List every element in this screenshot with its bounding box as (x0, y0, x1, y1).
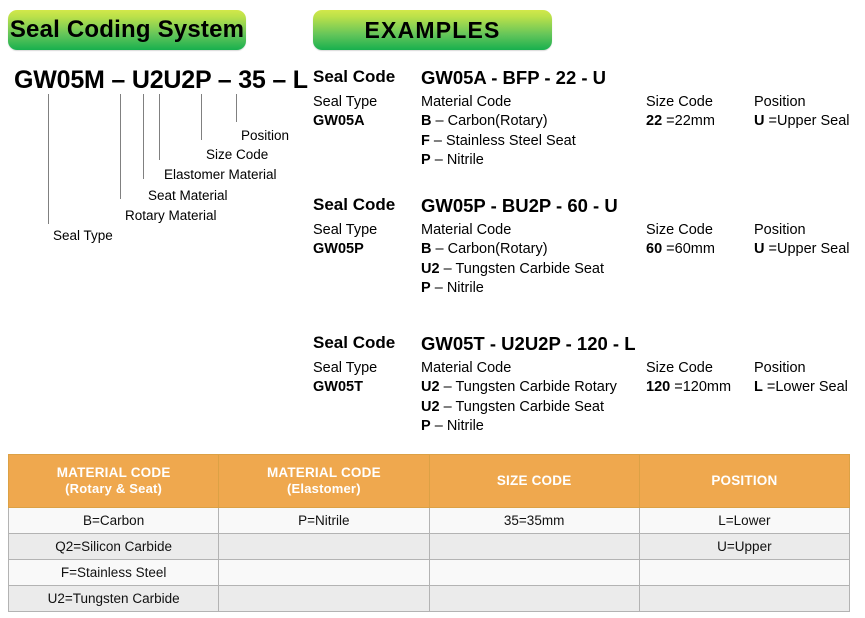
example-2-materials: B – Carbon(Rotary) U2 – Tungsten Carbide… (421, 240, 646, 299)
material-line: B – Carbon(Rotary) (421, 113, 548, 129)
table-header-size-code: SIZE CODE (428, 454, 640, 508)
table-header-material-code-rotary-seat: MATERIAL CODE (Rotary & Seat) (7, 454, 220, 508)
table-cell: L=Lower (638, 507, 851, 534)
table-cell: B=Carbon (7, 507, 220, 534)
table-row: U2=Tungsten Carbide (7, 585, 851, 612)
leader-line-seat-material (143, 94, 144, 179)
material-line: U2 – Tungsten Carbide Rotary (421, 379, 617, 395)
callout-label-seat-material: Seat Material (148, 188, 228, 203)
material-line: U2 – Tungsten Carbide Seat (421, 260, 605, 277)
material-line: U2 – Tungsten Carbide Seat (421, 398, 605, 415)
table-cell: 35=35mm (428, 507, 640, 534)
example-2-size-code-value: 60 =60mm (646, 241, 715, 257)
example-1-material-code-label: Material Code (421, 94, 512, 110)
example-2-seal-type-value: GW05P (313, 241, 364, 257)
example-3-code: GW05T - U2U2P - 120 - L (421, 333, 636, 354)
callout-label-seal-type: Seal Type (53, 228, 113, 243)
example-1-position-label: Position (754, 94, 806, 110)
example-3-seal-type-value: GW05T (313, 379, 363, 395)
table-cell (428, 559, 640, 586)
example-3-seal-type-label: Seal Type (313, 360, 378, 376)
leader-line-position (236, 94, 237, 122)
leader-line-rotary-material (120, 94, 121, 199)
table-cell (218, 533, 430, 560)
example-2-seal-code-label: Seal Code (313, 195, 396, 214)
table-cell: P=Nitrile (218, 507, 430, 534)
table-cell (638, 559, 851, 586)
example-1-seal-code-label: Seal Code (313, 67, 396, 86)
table-cell: F=Stainless Steel (7, 559, 220, 586)
title-banner: Seal Coding System (8, 10, 246, 50)
table-cell (428, 533, 640, 560)
table-cell (218, 559, 430, 586)
example-1-position-value: U =Upper Seal (754, 113, 850, 129)
material-line: P – Nitrile (421, 152, 484, 168)
examples-title: EXAMPLES (364, 16, 501, 43)
leader-line-size-code (201, 94, 202, 140)
example-2-code: GW05P - BU2P - 60 - U (421, 195, 618, 216)
example-2-position-label: Position (754, 222, 806, 238)
examples-banner: EXAMPLES (313, 10, 552, 50)
example-2-size-code-label: Size Code (646, 222, 713, 238)
table-header-material-code-elastomer: MATERIAL CODE (Elastomer) (218, 454, 430, 508)
example-block-3: Seal Code GW05T - U2U2P - 120 - L Seal T… (313, 333, 865, 437)
table-cell: U2=Tungsten Carbide (7, 585, 220, 612)
table-row: F=Stainless Steel (7, 559, 851, 586)
example-3-size-code-label: Size Code (646, 360, 713, 376)
table-cell: Q2=Silicon Carbide (7, 533, 220, 560)
page-title: Seal Coding System (9, 16, 245, 43)
leader-line-elastomer-material (159, 94, 160, 160)
material-line: P – Nitrile (421, 280, 484, 296)
example-1-size-code-label: Size Code (646, 94, 713, 110)
example-2-material-code-label: Material Code (421, 222, 512, 238)
example-3-materials: U2 – Tungsten Carbide Rotary U2 – Tungst… (421, 378, 646, 437)
leader-line-seal-type (48, 94, 49, 224)
example-2-position-value: U =Upper Seal (754, 241, 850, 257)
example-block-1: Seal Code GW05A - BFP - 22 - U Seal Type… (313, 67, 865, 171)
table-header-position: POSITION (638, 454, 851, 508)
material-line: F – Stainless Steel Seat (421, 132, 576, 149)
callout-label-rotary-material: Rotary Material (125, 208, 217, 223)
example-3-position-label: Position (754, 360, 806, 376)
table-cell (428, 585, 640, 612)
example-3-material-code-label: Material Code (421, 360, 512, 376)
example-3-size-code-value: 120 =120mm (646, 379, 732, 395)
example-1-size-code-value: 22 =22mm (646, 113, 715, 129)
example-1-seal-type-label: Seal Type (313, 94, 378, 110)
example-3-position-value: L =Lower Seal (754, 379, 848, 395)
table-cell (638, 585, 851, 612)
callout-label-size-code: Size Code (206, 147, 269, 162)
table-row: Q2=Silicon Carbide U=Upper (7, 533, 851, 560)
sample-code-string: GW05M – U2U2P – 35 – L (14, 66, 308, 94)
table-row: B=Carbon P=Nitrile 35=35mm L=Lower (7, 507, 851, 534)
example-3-seal-code-label: Seal Code (313, 333, 396, 352)
callout-label-position: Position (241, 128, 290, 143)
callout-label-elastomer-material: Elastomer Material (164, 167, 277, 182)
table-header-row: MATERIAL CODE (Rotary & Seat) MATERIAL C… (7, 454, 851, 508)
example-1-seal-type-value: GW05A (313, 113, 365, 129)
code-reference-table: MATERIAL CODE (Rotary & Seat) MATERIAL C… (7, 454, 851, 612)
material-line: B – Carbon(Rotary) (421, 241, 548, 257)
table-cell (218, 585, 430, 612)
table-cell: U=Upper (638, 533, 851, 560)
example-1-materials: B – Carbon(Rotary) F – Stainless Steel S… (421, 112, 646, 171)
example-1-code: GW05A - BFP - 22 - U (421, 67, 607, 88)
example-block-2: Seal Code GW05P - BU2P - 60 - U Seal Typ… (313, 195, 865, 299)
material-line: P – Nitrile (421, 418, 484, 434)
example-2-seal-type-label: Seal Type (313, 222, 378, 238)
